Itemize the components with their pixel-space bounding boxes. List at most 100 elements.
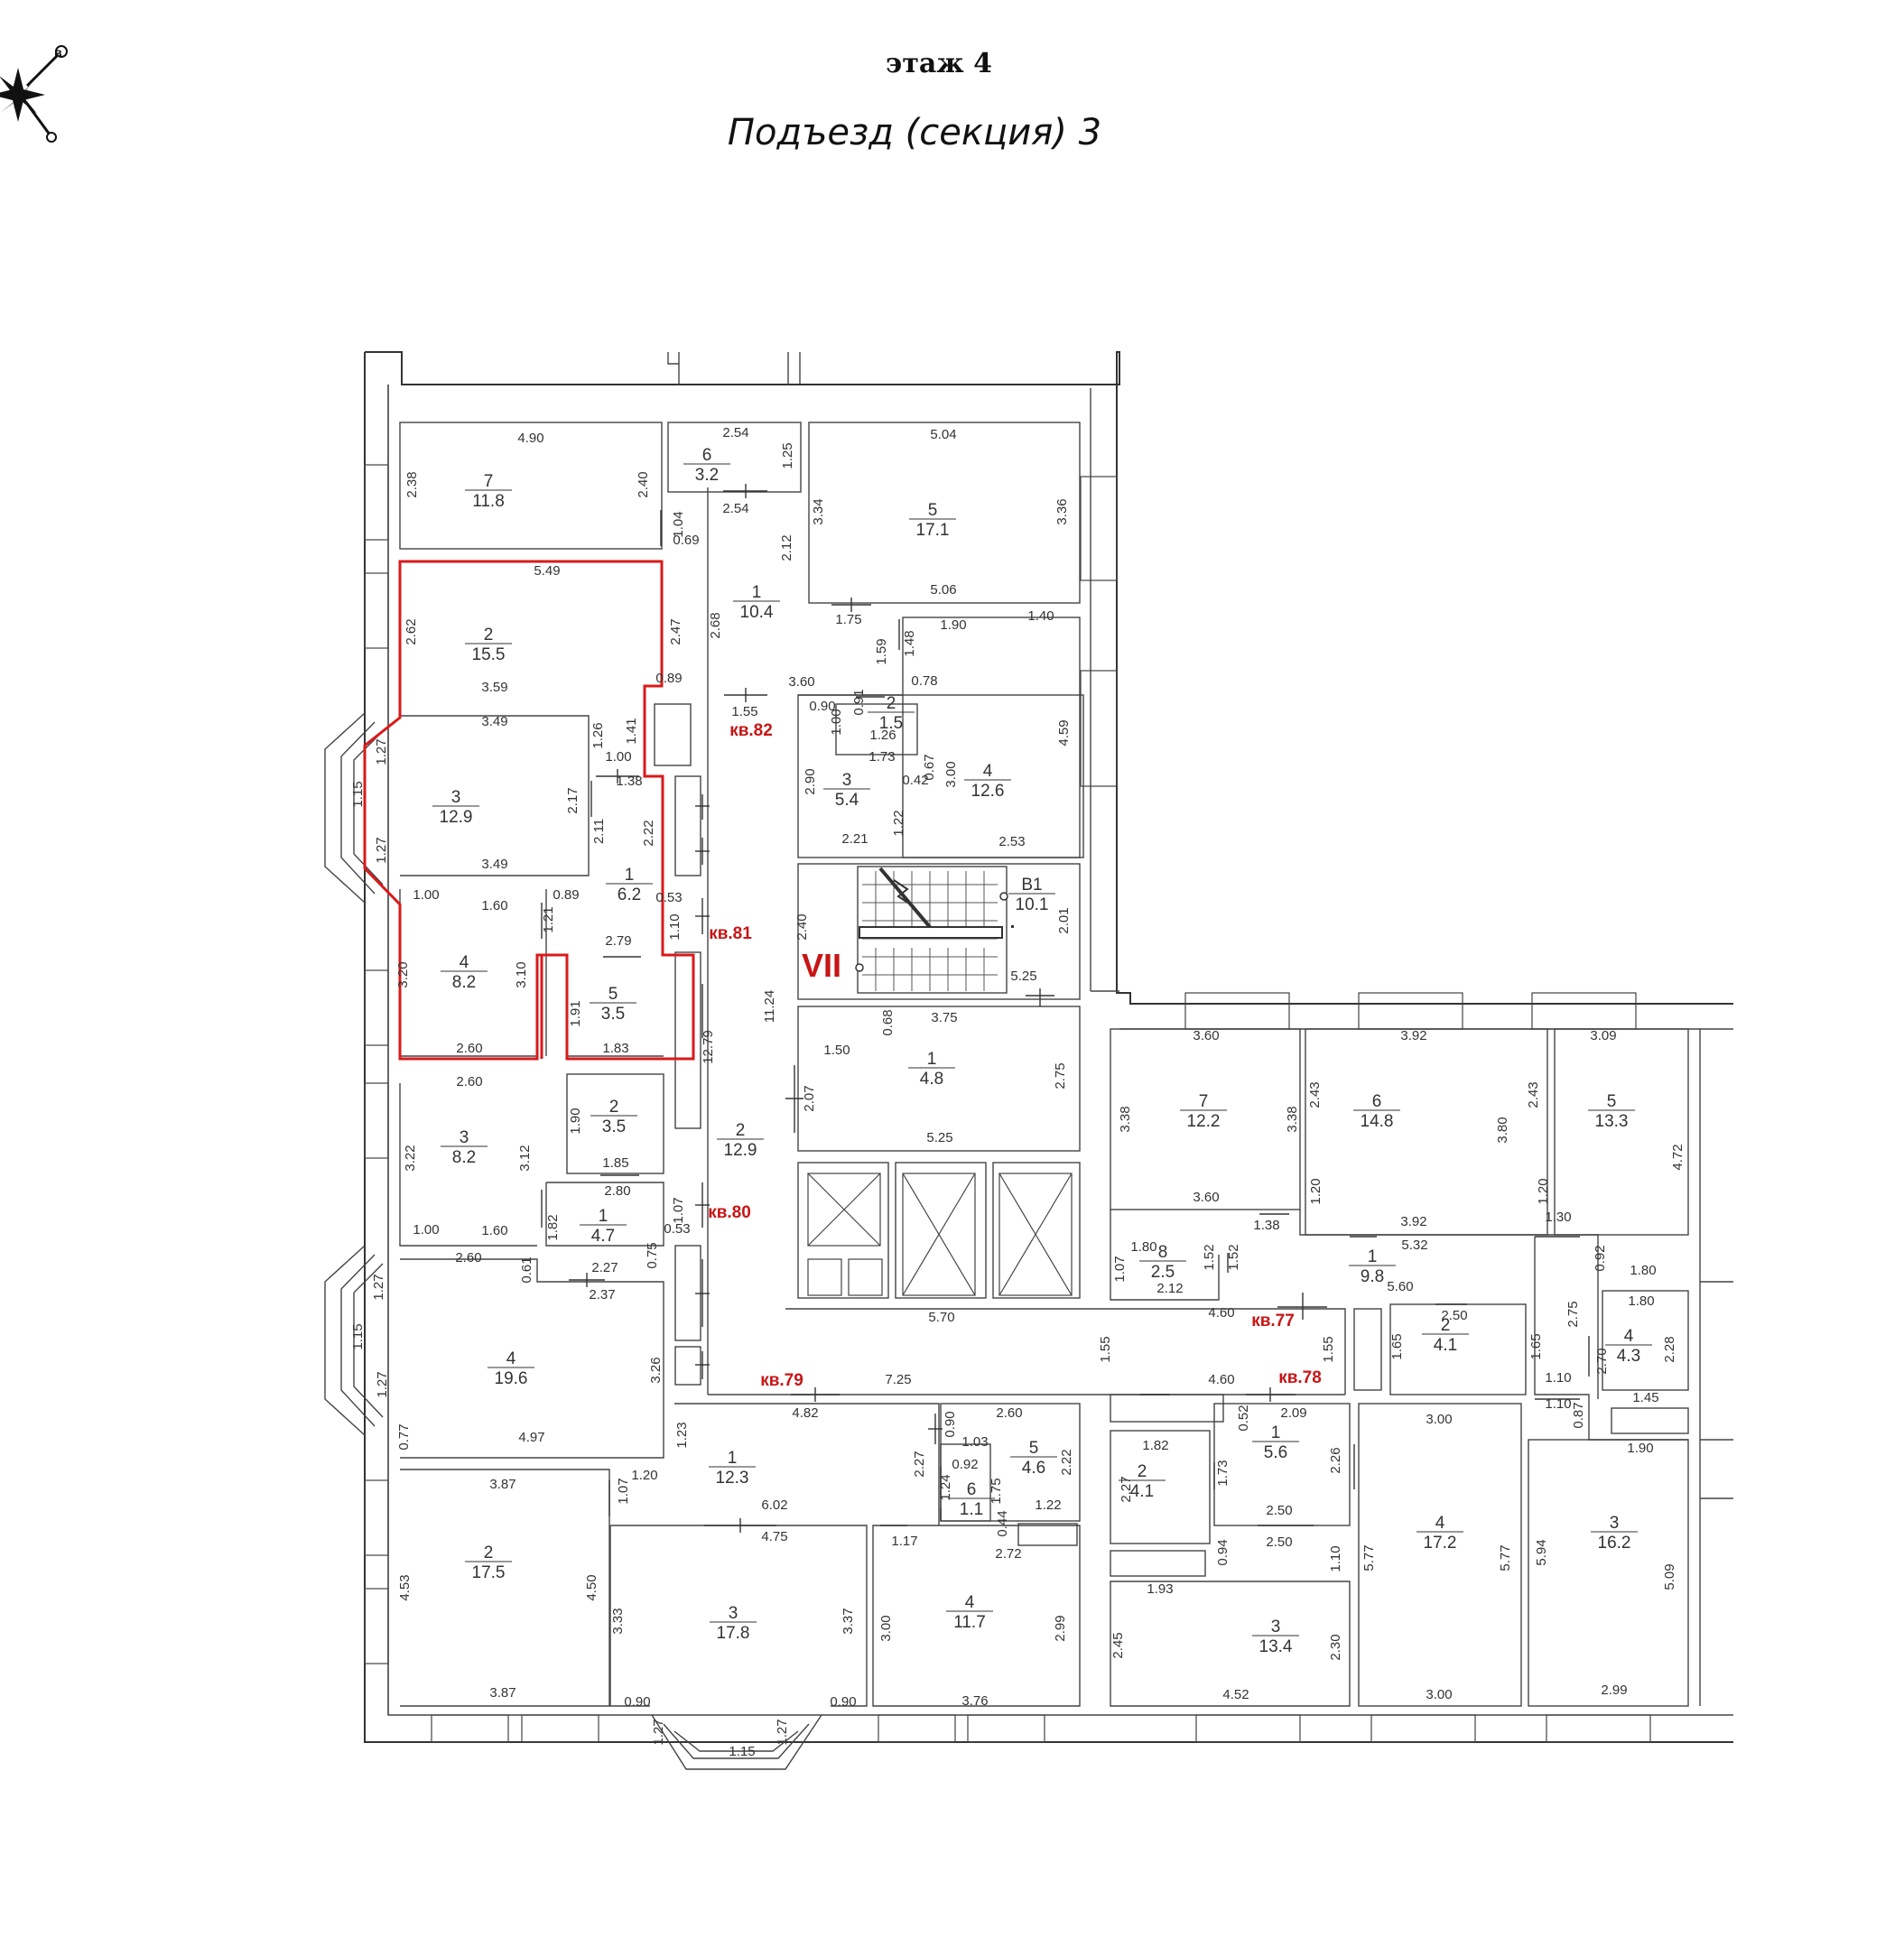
dimension-label: 1.40 <box>1027 608 1054 624</box>
room-area: 10.4 <box>740 603 774 622</box>
dimension-label: 4.53 <box>397 1574 413 1600</box>
room-number: 4 <box>983 762 993 781</box>
dimension-label: 1.73 <box>1215 1460 1231 1486</box>
dimension-label: 2.50 <box>1441 1308 1467 1323</box>
dimension-label: 5.25 <box>926 1130 952 1145</box>
dimension-label: 0.42 <box>902 773 928 788</box>
dimension-label: 3.80 <box>1495 1117 1510 1143</box>
dimension-label: 1.83 <box>602 1041 628 1056</box>
room-label: 412.6 <box>964 762 1011 801</box>
bay-window-lower <box>324 1245 384 1436</box>
compass-mark: в <box>54 45 62 60</box>
dimension-label: 2.27 <box>912 1451 927 1477</box>
dimension-label: 2.45 <box>1110 1632 1126 1658</box>
room-label: 48.2 <box>441 953 488 992</box>
room-area: 12.9 <box>440 808 473 827</box>
dimension-label: 1.27 <box>371 1274 386 1300</box>
room-label: 54.6 <box>1010 1439 1057 1478</box>
room-area: 12.6 <box>971 782 1005 801</box>
room-area: 3.5 <box>601 1005 625 1024</box>
dimension-label: 2.09 <box>1280 1405 1306 1421</box>
room-label: 82.5 <box>1139 1243 1186 1282</box>
room-area: 1.5 <box>879 714 903 733</box>
room-label: 44.3 <box>1605 1327 1652 1366</box>
room-label: 61.1 <box>948 1480 995 1519</box>
room-label: 14.7 <box>580 1207 627 1246</box>
dimension-label: 3.87 <box>489 1477 515 1492</box>
dimension-label: 3.75 <box>931 1010 957 1025</box>
dimension-label: 4.50 <box>584 1574 599 1600</box>
dimension-label: 1.85 <box>602 1155 628 1171</box>
room-label: 24.1 <box>1119 1462 1166 1501</box>
room-area: 14.8 <box>1361 1112 1394 1131</box>
dimension-label: 3.36 <box>1054 498 1070 524</box>
apartment-label: кв.82 <box>729 721 773 740</box>
room-area: 13.3 <box>1595 1112 1629 1131</box>
room-label: 23.5 <box>590 1098 637 1136</box>
room-label: 35.4 <box>823 771 870 810</box>
dimension-label: 2.12 <box>1156 1281 1183 1296</box>
dimension-label: 1.52 <box>1226 1244 1241 1270</box>
dimension-label: 3.00 <box>878 1615 894 1641</box>
dimension-label: 2.60 <box>455 1250 481 1266</box>
dimension-label: 1.82 <box>1142 1438 1168 1453</box>
dimension-label: 2.75 <box>1565 1301 1581 1327</box>
dimension-label: 2.27 <box>1119 1476 1134 1502</box>
dimension-label: 3.34 <box>811 498 826 524</box>
dimension-label: 1.20 <box>1308 1178 1324 1204</box>
room-area: 16.2 <box>1598 1534 1631 1553</box>
dimension-label: 3.00 <box>1426 1687 1452 1702</box>
dimension-label: 1.27 <box>651 1719 666 1745</box>
dimension-label: 1.07 <box>1112 1256 1128 1282</box>
dimension-label: 1.00 <box>605 749 631 765</box>
room-area: 4.7 <box>591 1227 615 1246</box>
dimension-label: 7.25 <box>885 1372 911 1387</box>
door-marks <box>541 484 1590 1533</box>
dimension-label: 1.17 <box>891 1534 917 1549</box>
dimension-label: 2.38 <box>404 471 420 497</box>
room-area: 12.2 <box>1187 1112 1221 1131</box>
room-number: 1 <box>728 1449 738 1468</box>
room-walls <box>399 422 1733 1707</box>
dimension-label: 4.75 <box>761 1529 787 1544</box>
room-number: 6 <box>967 1480 977 1499</box>
dimension-label: 1.38 <box>616 774 642 789</box>
room-label: 53.5 <box>590 985 636 1024</box>
dimension-label: 2.72 <box>995 1546 1021 1562</box>
apartment-label: кв.77 <box>1251 1312 1295 1330</box>
dimension-label: 1.10 <box>1328 1545 1343 1572</box>
dimension-label: 2.75 <box>1053 1062 1068 1089</box>
dimension-label: 2.17 <box>565 787 580 813</box>
room-number: 7 <box>1199 1092 1209 1111</box>
dimension-label: 2.37 <box>589 1287 615 1303</box>
dimension-label: 1.80 <box>1130 1239 1156 1255</box>
room-number: 4 <box>506 1349 516 1368</box>
dimension-label: 1.55 <box>1321 1336 1336 1362</box>
room-number: 1 <box>1271 1423 1281 1442</box>
dimension-label: 3.22 <box>403 1145 418 1171</box>
dimension-label: 5.77 <box>1498 1544 1513 1571</box>
dimension-label: 0.53 <box>655 890 682 905</box>
dimension-label: 2.60 <box>996 1405 1022 1421</box>
stair-label: VII <box>802 947 841 984</box>
dimension-label: 1.91 <box>568 1000 583 1026</box>
dimension-label: 1.90 <box>1627 1441 1653 1456</box>
dimension-label: 1.82 <box>545 1214 561 1240</box>
dimension-label: 1.22 <box>891 810 906 836</box>
dimension-label: 3.49 <box>481 857 507 872</box>
dimension-label: 0.92 <box>952 1457 978 1472</box>
dimension-label: 2.60 <box>456 1041 482 1056</box>
dimension-label: 2.60 <box>456 1074 482 1089</box>
dimension-label: 1.15 <box>729 1744 755 1759</box>
dimension-label: 1.22 <box>1035 1497 1061 1513</box>
dimension-label: 3.60 <box>1193 1190 1219 1205</box>
room-number: 1 <box>1368 1247 1378 1266</box>
room-label: 15.6 <box>1252 1423 1299 1462</box>
dimension-label: 5.04 <box>930 427 956 442</box>
dimension-label: 1.55 <box>1098 1336 1113 1362</box>
dimension-label: 1.41 <box>624 718 639 744</box>
dimension-label: 3.33 <box>610 1608 626 1634</box>
room-area: 13.4 <box>1259 1637 1293 1656</box>
